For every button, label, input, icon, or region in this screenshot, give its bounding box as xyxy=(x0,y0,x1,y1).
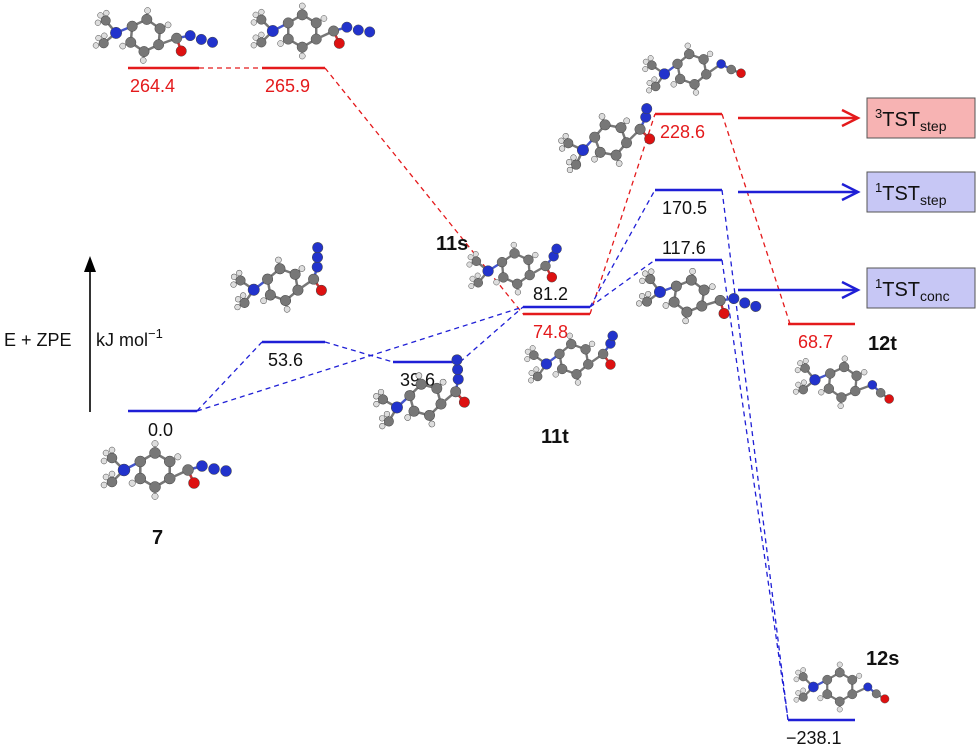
species-label-11s: 11s xyxy=(436,233,468,255)
value-170: 170.5 xyxy=(662,198,707,218)
arrow-blue-conc-head xyxy=(841,280,861,300)
molecule-12s xyxy=(793,661,890,713)
value-228: 228.6 xyxy=(660,122,705,142)
connector-red-228-68 xyxy=(721,113,791,325)
connector-blue-81-170 xyxy=(589,189,656,308)
connector-blue-39-81 xyxy=(459,306,524,363)
molecule-structures xyxy=(92,2,894,713)
value-238: −238.1 xyxy=(786,728,842,748)
molecule-264 xyxy=(92,7,218,64)
value-265: 265.9 xyxy=(265,76,310,96)
energy-axis-arrowhead xyxy=(84,256,96,272)
connector-blue-117-238 xyxy=(721,259,789,721)
axis-label-energy: E + ZPE xyxy=(4,330,72,350)
svg-text:1TSTconc: 1TSTconc xyxy=(875,276,950,304)
legend-box-3tst-step: 3TSTstep xyxy=(866,97,976,139)
species-labels: 7 11s 11t 12t 12s xyxy=(152,233,899,670)
species-label-7: 7 xyxy=(152,527,163,549)
molecule-265 xyxy=(250,2,376,60)
axis-label-units: kJ mol−1 xyxy=(96,326,163,350)
levels xyxy=(128,66,855,722)
connector-blue-170-238 xyxy=(721,189,789,721)
molecule-53 xyxy=(230,242,327,313)
connector-blue-81-117 xyxy=(589,259,656,308)
molecule-117 xyxy=(636,268,762,325)
connectors xyxy=(196,67,791,721)
value-74: 74.8 xyxy=(533,322,568,342)
species-label-12s: 12s xyxy=(866,648,899,670)
legend-box-1tst-conc: 1TSTconc xyxy=(866,267,976,309)
arrow-red-head xyxy=(841,108,861,128)
value-7: 0.0 xyxy=(148,420,173,440)
svg-text:1TSTstep: 1TSTstep xyxy=(875,180,947,208)
molecule-12t xyxy=(792,355,894,409)
molecule-7 xyxy=(100,440,232,500)
value-53: 53.6 xyxy=(268,350,303,370)
connector-red-265-74 xyxy=(324,67,524,315)
value-117: 117.6 xyxy=(662,238,706,258)
species-label-12t: 12t xyxy=(868,333,897,355)
arrow-blue-step-head xyxy=(841,182,861,202)
value-68: 68.7 xyxy=(798,332,833,352)
svg-text:3TSTstep: 3TSTstep xyxy=(875,106,947,134)
connector-blue-53-39 xyxy=(324,341,394,363)
value-81: 81.2 xyxy=(533,284,568,304)
molecule-170 xyxy=(558,103,656,174)
value-264: 264.4 xyxy=(130,76,175,96)
connector-red-74-228 xyxy=(589,113,656,315)
molecule-11s xyxy=(466,241,562,296)
level-values: 0.0 53.6 39.6 264.4 265.9 81.2 74.8 228.… xyxy=(130,76,842,748)
molecule-39 xyxy=(373,354,470,430)
legend-arrows xyxy=(738,108,861,300)
molecule-228 xyxy=(642,42,746,96)
connector-blue-0-53 xyxy=(196,341,263,412)
molecule-11t xyxy=(524,330,618,386)
species-label-11t: 11t xyxy=(541,426,569,448)
connector-blue-0-81 xyxy=(196,306,524,412)
legend-box-1tst-step: 1TSTstep xyxy=(866,171,976,213)
